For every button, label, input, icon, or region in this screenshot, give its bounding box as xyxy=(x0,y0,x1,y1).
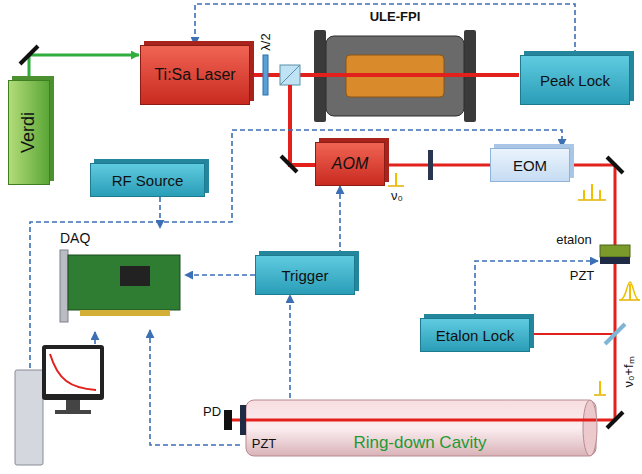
mirror xyxy=(607,412,623,428)
frequency-label: ν₀ xyxy=(388,188,406,204)
mirror xyxy=(281,156,297,172)
spectrum-line xyxy=(629,284,631,300)
laser-beam xyxy=(530,333,615,335)
card-chip xyxy=(120,266,150,286)
reference-cavity: ULE-FPI xyxy=(305,6,485,126)
beam-splitter-face xyxy=(280,65,300,85)
computer-tower xyxy=(15,370,43,465)
daq-card: DAQ xyxy=(55,228,185,330)
control-line xyxy=(475,261,598,318)
photodiode xyxy=(224,410,232,430)
node-text: Peak Lock xyxy=(540,72,610,89)
signal-line xyxy=(159,197,161,228)
component-label: etalon xyxy=(552,232,596,248)
monitor-screen xyxy=(46,349,100,394)
node-text: RF Source xyxy=(112,172,184,189)
node-text: Ti:Sa Laser xyxy=(154,66,235,84)
data-line xyxy=(94,332,96,344)
spectrum-line xyxy=(599,190,601,200)
pump-beam xyxy=(29,55,139,80)
waveplate xyxy=(263,55,268,95)
signal-line xyxy=(339,186,341,255)
laser-beam xyxy=(232,165,615,420)
component-label: PZT xyxy=(250,436,278,452)
node-text: Ring-down Cavity xyxy=(353,433,486,453)
cavity-tube xyxy=(246,400,596,456)
cavity-end xyxy=(583,400,597,456)
spectrum-line xyxy=(583,190,585,200)
signal-line xyxy=(185,274,255,276)
card-bracket xyxy=(60,250,68,322)
cavity-beam xyxy=(246,419,596,422)
component-label: PD xyxy=(202,404,222,420)
laser-beam xyxy=(290,85,315,165)
transmission-peak xyxy=(620,282,639,300)
node-text: Trigger xyxy=(282,267,329,284)
monitor-base xyxy=(55,410,91,414)
ringdown-cavity: Ring-down Cavity xyxy=(240,398,600,458)
lock-box: Peak Lock xyxy=(520,55,630,105)
mirror xyxy=(607,157,623,173)
laser-box: Ti:Sa Laser xyxy=(140,45,250,105)
etalon-plate xyxy=(600,245,630,257)
spectrum-line xyxy=(395,173,397,186)
daq-card xyxy=(68,255,180,310)
decay-curve xyxy=(50,354,96,390)
beam-splitter-cube xyxy=(280,65,300,85)
signal-line xyxy=(289,295,291,398)
monitor-stand xyxy=(66,400,80,410)
spectrum-line xyxy=(591,184,593,200)
pump-laser: Verdi xyxy=(8,80,50,185)
cavity-piezo xyxy=(240,405,246,435)
spectrum-line xyxy=(599,381,601,395)
iris xyxy=(428,150,433,180)
frequency-label: ν₀+fₘ xyxy=(621,349,637,395)
source-box: RF Source xyxy=(90,163,205,197)
lock-box: Etalon Lock xyxy=(420,318,530,352)
component-label: PZT xyxy=(568,268,596,284)
modulator-box: AOM xyxy=(315,142,385,186)
modulator-box: EOM xyxy=(490,148,570,182)
node-text: ULE-FPI xyxy=(370,9,421,24)
laser-beam xyxy=(385,164,490,167)
card-connector xyxy=(80,310,170,316)
node-text: EOM xyxy=(513,157,547,174)
node-text: DAQ xyxy=(60,230,90,246)
beam-splitter xyxy=(605,324,625,344)
signal-line xyxy=(195,4,575,55)
node-text: Verdi xyxy=(19,112,40,153)
node-text: AOM xyxy=(332,155,368,173)
signal-line xyxy=(150,330,240,445)
node-text: Etalon Lock xyxy=(436,327,514,344)
trigger-box: Trigger xyxy=(255,255,355,295)
etalon-piezo xyxy=(600,257,630,264)
control-line xyxy=(30,130,562,368)
monitor xyxy=(42,345,104,400)
mirror xyxy=(20,46,38,64)
component-label: λ/2 xyxy=(258,30,274,54)
